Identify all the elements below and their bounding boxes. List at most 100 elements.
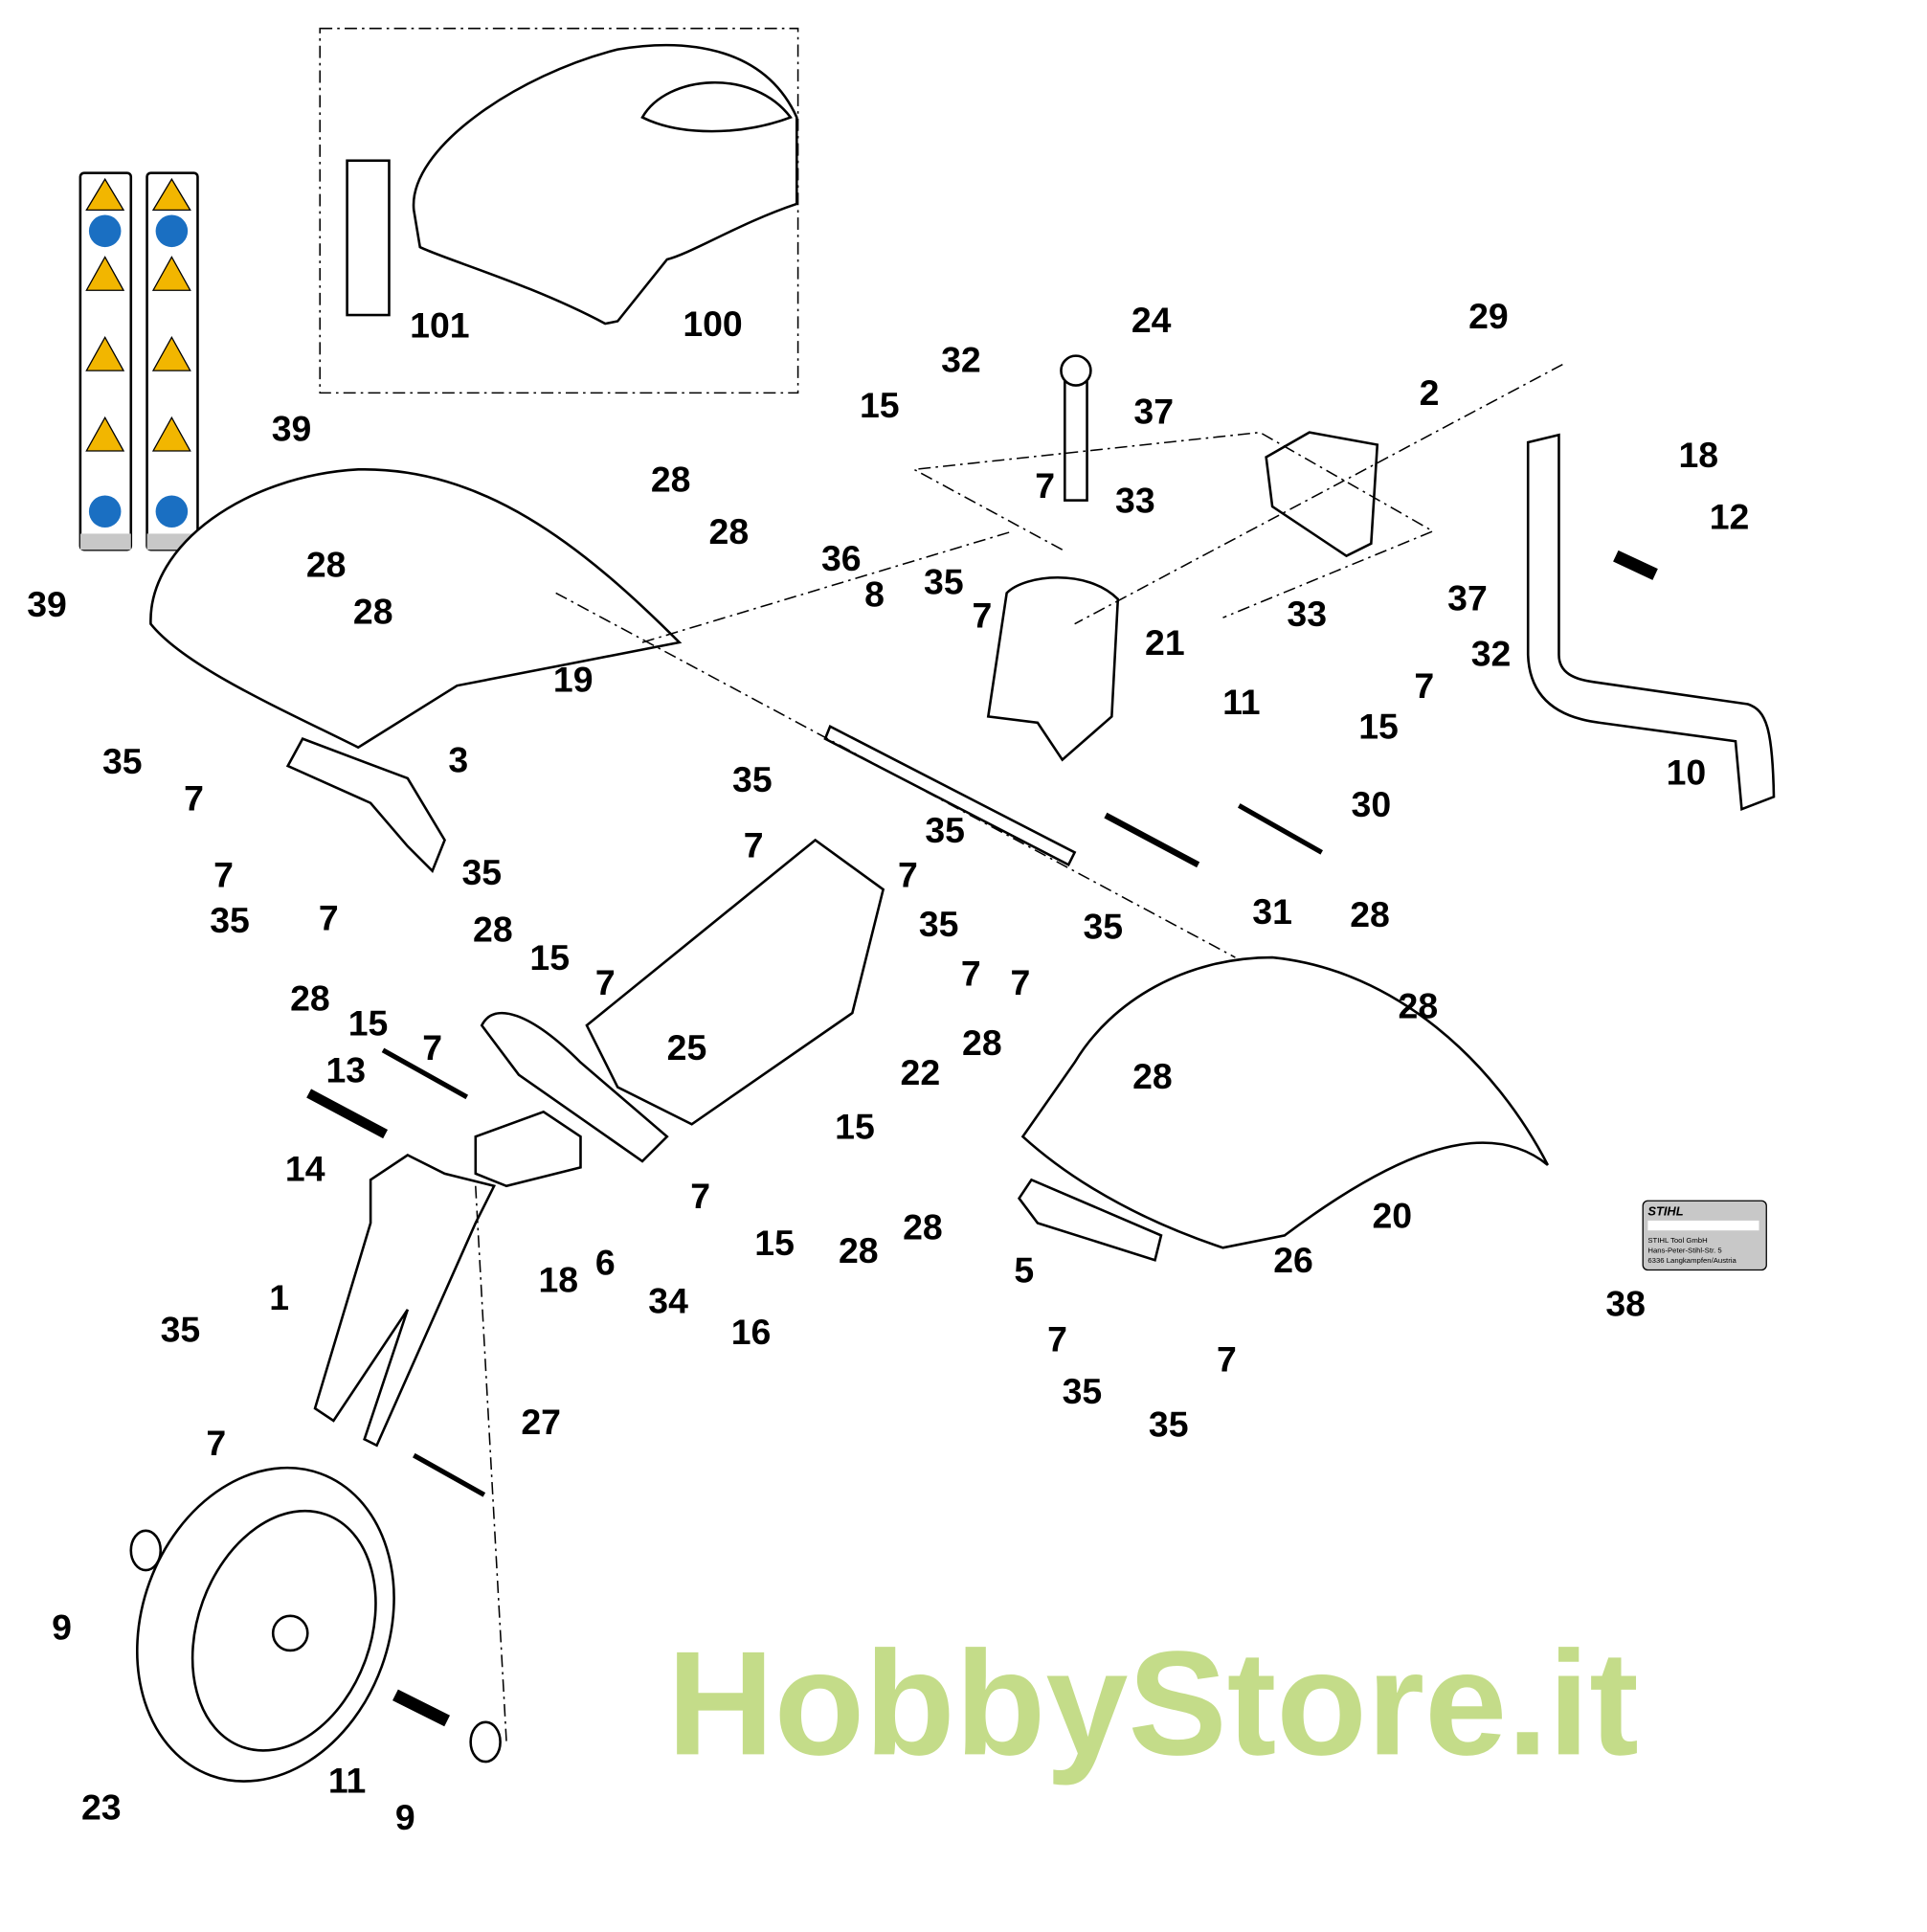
bolt-31 <box>1104 812 1200 868</box>
watermark: HobbyStore.it <box>667 1620 1639 1786</box>
callout-30: 30 <box>1352 784 1392 824</box>
bolt-27 <box>413 1452 486 1497</box>
callout-28: 28 <box>651 460 691 500</box>
callout-35: 35 <box>1084 907 1124 947</box>
bolt-13 <box>381 1047 469 1100</box>
callout-7: 7 <box>213 854 234 894</box>
crossbar <box>823 724 1077 867</box>
callout-25: 25 <box>667 1027 707 1067</box>
callout-26: 26 <box>1273 1240 1313 1280</box>
callout-22: 22 <box>901 1052 941 1092</box>
callout-28: 28 <box>903 1206 943 1247</box>
callout-15: 15 <box>860 385 900 425</box>
callout-3: 3 <box>448 739 468 779</box>
callout-7: 7 <box>595 962 616 1002</box>
wheel-23 <box>135 1466 395 1783</box>
callout-28: 28 <box>839 1230 879 1270</box>
pin-14 <box>306 1089 389 1139</box>
callout-31: 31 <box>1252 891 1292 932</box>
callout-19: 19 <box>553 660 594 700</box>
callout-7: 7 <box>1010 962 1030 1002</box>
callout-7: 7 <box>1414 665 1434 706</box>
callout-7: 7 <box>690 1176 710 1216</box>
callout-35: 35 <box>102 741 143 781</box>
callout-32: 32 <box>1471 634 1512 674</box>
callout-21: 21 <box>1145 622 1185 663</box>
callout-27: 27 <box>521 1402 561 1442</box>
warning-decal-39b <box>146 171 199 551</box>
callout-28: 28 <box>962 1022 1002 1063</box>
inset-frame <box>319 27 799 394</box>
callout-35: 35 <box>919 904 959 944</box>
label-plate-38: STIHL STIHL Tool GmbH Hans-Peter-Stihl-S… <box>1642 1200 1767 1271</box>
callout-7: 7 <box>184 777 204 818</box>
mount-tube <box>474 1110 582 1188</box>
callout-33: 33 <box>1287 594 1327 634</box>
callout-11: 11 <box>1222 682 1261 722</box>
plate-line3: 6336 Langkampfen/Austria <box>1647 1256 1737 1265</box>
callout-11: 11 <box>328 1760 367 1800</box>
callout-5: 5 <box>1014 1249 1034 1290</box>
callout-7: 7 <box>898 854 918 894</box>
callout-39: 39 <box>27 584 67 624</box>
callout-14: 14 <box>285 1149 325 1189</box>
callout-28: 28 <box>306 545 347 585</box>
callout-35: 35 <box>461 852 502 892</box>
callout-7: 7 <box>744 825 764 865</box>
washer-9b <box>469 1720 502 1764</box>
callout-15: 15 <box>835 1107 875 1147</box>
callout-28: 28 <box>1350 894 1390 934</box>
callout-28: 28 <box>709 511 750 551</box>
support-leg-1 <box>313 1154 497 1448</box>
callout-7: 7 <box>206 1423 226 1463</box>
callout-35: 35 <box>161 1309 201 1349</box>
depth-stake-10 <box>1526 433 1776 812</box>
callout-15: 15 <box>348 1002 389 1043</box>
callout-13: 13 <box>326 1049 367 1090</box>
callout-28: 28 <box>473 909 513 949</box>
callout-35: 35 <box>1149 1404 1189 1445</box>
warning-decal-101 <box>346 159 391 317</box>
hitch-bracket-2 <box>1265 431 1379 558</box>
callout-32: 32 <box>941 339 981 379</box>
callout-7: 7 <box>422 1027 442 1067</box>
callout-15: 15 <box>529 937 570 977</box>
callout-28: 28 <box>1399 985 1439 1025</box>
plate-brand: STIHL <box>1647 1204 1683 1219</box>
callout-9: 9 <box>52 1606 72 1647</box>
callout-35: 35 <box>1063 1371 1103 1411</box>
callout-15: 15 <box>1358 707 1399 747</box>
callout-35: 35 <box>210 900 250 940</box>
axle-11 <box>392 1689 451 1727</box>
fender-left-19 <box>149 468 683 750</box>
callout-7: 7 <box>972 595 992 636</box>
fender-flap-recess <box>640 81 793 133</box>
callout-39: 39 <box>272 409 312 449</box>
callout-35: 35 <box>732 759 773 799</box>
bracket-3 <box>285 737 446 874</box>
callout-20: 20 <box>1372 1196 1412 1236</box>
bolt-30 <box>1237 803 1323 855</box>
callout-7: 7 <box>1047 1319 1067 1359</box>
callout-6: 6 <box>595 1243 616 1283</box>
callout-37: 37 <box>1133 392 1174 432</box>
callout-18: 18 <box>1678 435 1718 475</box>
plate-line1: STIHL Tool GmbH <box>1647 1236 1707 1245</box>
callout-7: 7 <box>961 954 981 994</box>
callout-28: 28 <box>1132 1056 1173 1096</box>
callout-8: 8 <box>864 574 885 615</box>
callout-100: 100 <box>683 303 742 344</box>
callout-7: 7 <box>1217 1338 1237 1379</box>
callout-7: 7 <box>1035 465 1055 505</box>
callout-18: 18 <box>538 1260 578 1300</box>
frame-22 <box>585 838 885 1126</box>
callout-2: 2 <box>1420 372 1440 413</box>
plate-line2: Hans-Peter-Stihl-Str. 5 <box>1647 1246 1721 1254</box>
handle-25 <box>480 1011 669 1163</box>
callout-33: 33 <box>1115 481 1155 521</box>
callout-12: 12 <box>1710 496 1750 536</box>
pin-24 <box>1064 369 1088 502</box>
callout-23: 23 <box>81 1787 122 1828</box>
